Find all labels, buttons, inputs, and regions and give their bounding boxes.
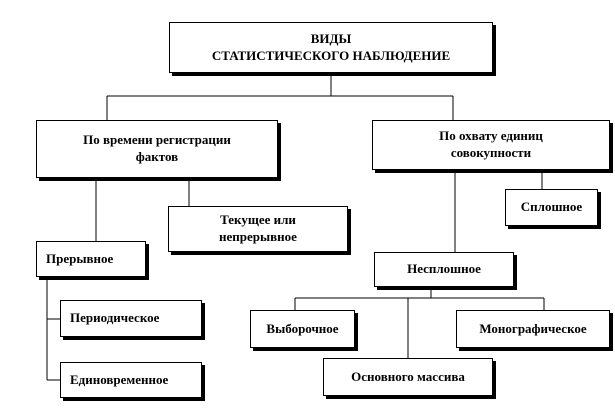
coverage-line1: По охвату единиц: [439, 128, 543, 144]
periodic-label: Периодическое: [70, 310, 160, 326]
coverage-node: По охвату единиц совокупности: [372, 120, 610, 170]
time-registration-line2: фактов: [135, 149, 179, 164]
current-line1: Текущее или: [220, 212, 296, 228]
time-registration-node: По времени регистрации фактов: [36, 120, 278, 178]
main-array-node: Основного массива: [323, 358, 493, 396]
non-continuous-label: Несплошное: [407, 261, 481, 277]
monographic-node: Монографическое: [456, 310, 610, 348]
one-time-node: Единовременное: [60, 362, 202, 398]
one-time-label: Единовременное: [70, 371, 169, 387]
root-title-line1: ВИДЫ: [310, 30, 352, 46]
periodic-node: Периодическое: [60, 300, 202, 337]
main-array-label: Основного массива: [351, 368, 465, 384]
total-coverage-node: Сплошное: [505, 189, 598, 226]
monographic-label: Монографическое: [479, 320, 587, 336]
coverage-line2: совокупности: [450, 145, 532, 160]
time-registration-line1: По времени регистрации: [83, 132, 231, 148]
discontinuous-label: Прерывное: [46, 250, 114, 266]
non-continuous-node: Несплошное: [374, 252, 514, 287]
total-coverage-label: Сплошное: [520, 199, 583, 215]
sample-label: Выборочное: [266, 320, 339, 336]
current-line2: непрерывное: [219, 229, 297, 244]
root-node: ВИДЫ СТАТИСТИЧЕСКОГО НАБЛЮДЕНИЕ: [169, 22, 493, 73]
current-continuous-node: Текущее или непрерывное: [168, 206, 348, 252]
sample-node: Выборочное: [250, 310, 355, 348]
root-title-line2: СТАТИСТИЧЕСКОГО НАБЛЮДЕНИЕ: [211, 47, 451, 63]
discontinuous-node: Прерывное: [36, 241, 146, 277]
